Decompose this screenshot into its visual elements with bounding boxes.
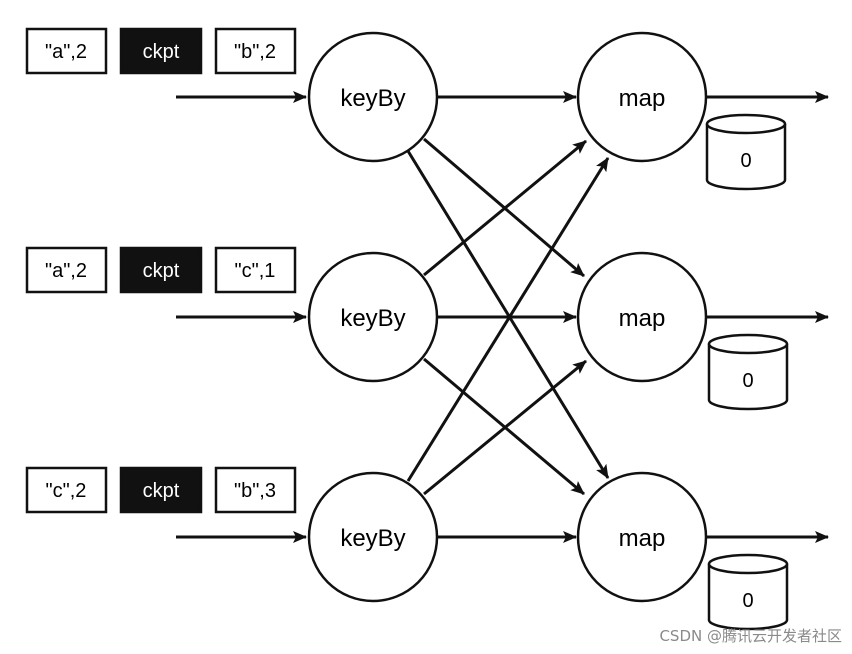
svg-text:"c",1: "c",1	[235, 260, 276, 282]
svg-text:0: 0	[742, 590, 753, 612]
svg-text:"b",3: "b",3	[234, 480, 276, 502]
svg-text:keyBy: keyBy	[340, 525, 405, 552]
svg-text:map: map	[619, 305, 666, 332]
svg-text:"c",2: "c",2	[46, 480, 87, 502]
input-stream-1: "a",2 ckpt "b",2	[25, 27, 307, 103]
edge-keyby3-map1	[406, 157, 610, 482]
edge-keyby2-map1	[423, 139, 587, 277]
svg-text:ckpt: ckpt	[143, 41, 180, 63]
record-box: "a",2	[25, 27, 108, 75]
svg-text:0: 0	[740, 150, 751, 172]
shuffle-edges	[406, 91, 610, 543]
svg-text:"a",2: "a",2	[45, 41, 87, 63]
svg-text:"a",2: "a",2	[45, 260, 87, 282]
keyby-node-1: keyBy	[307, 31, 439, 163]
record-box: "b",3	[214, 466, 297, 514]
watermark-text: CSDN @腾讯云开发者社区	[659, 627, 842, 645]
output-arrows	[706, 91, 829, 543]
record-box: "a",2	[25, 246, 108, 294]
state-store-2: 0	[707, 333, 789, 411]
map-node-3: map	[576, 471, 708, 603]
svg-text:0: 0	[742, 370, 753, 392]
edge-keyby1-map3	[406, 150, 610, 479]
keyby-node-2: keyBy	[307, 251, 439, 383]
svg-text:map: map	[619, 525, 666, 552]
state-store-3: 0	[707, 553, 789, 631]
input-stream-2: "a",2 ckpt "c",1	[25, 246, 307, 323]
input-stream-3: "c",2 ckpt "b",3	[25, 466, 307, 543]
checkpoint-barrier: ckpt	[119, 466, 203, 514]
svg-text:"b",2: "b",2	[234, 41, 276, 63]
svg-text:keyBy: keyBy	[340, 85, 405, 112]
svg-text:ckpt: ckpt	[143, 260, 180, 282]
checkpoint-barrier: ckpt	[119, 246, 203, 294]
svg-text:map: map	[619, 85, 666, 112]
svg-text:ckpt: ckpt	[143, 480, 180, 502]
map-node-1: map	[576, 31, 708, 163]
record-box: "c",1	[214, 246, 297, 294]
state-store-1: 0	[705, 113, 787, 191]
edge-keyby3-map2	[423, 359, 587, 496]
record-box: "c",2	[25, 466, 108, 514]
svg-text:keyBy: keyBy	[340, 305, 405, 332]
keyby-node-3: keyBy	[307, 471, 439, 603]
record-box: "b",2	[214, 27, 297, 75]
map-node-2: map	[576, 251, 708, 383]
checkpoint-barrier: ckpt	[119, 27, 203, 75]
